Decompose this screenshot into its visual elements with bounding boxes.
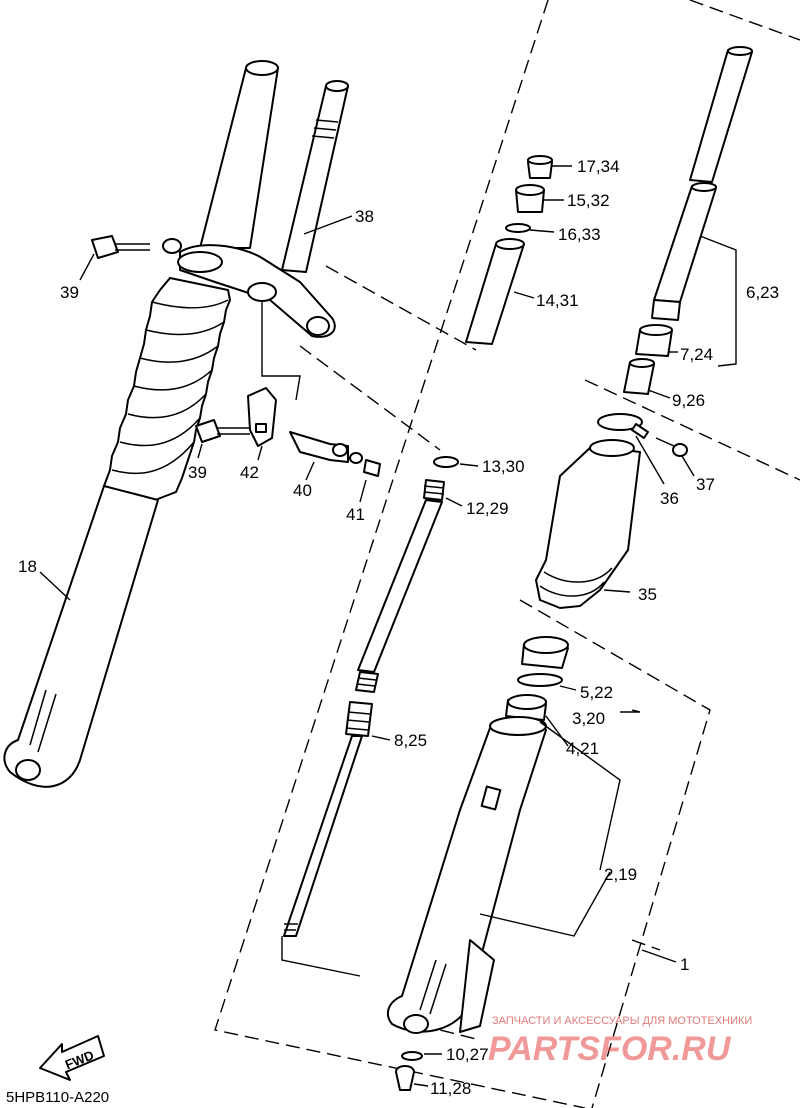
- callout-8-25: 8,25: [394, 731, 427, 750]
- watermark-brand: PARTSFOR.RU: [488, 1030, 732, 1068]
- callout-37: 37: [696, 475, 715, 494]
- callout-35: 35: [638, 585, 657, 604]
- callout-labels: 17,34 15,32 16,33 38 39 14,31 6,23 7,24 …: [18, 157, 779, 1098]
- leader-lines: [39, 165, 737, 1087]
- center-internal-parts: [283, 155, 553, 937]
- callout-17-34: 17,34: [577, 157, 620, 176]
- callout-1: 1: [680, 955, 689, 974]
- callout-10-27: 10,27: [446, 1045, 489, 1064]
- callout-6-23: 6,23: [746, 283, 779, 302]
- callout-3-20: 3,20: [572, 709, 605, 728]
- callout-18: 18: [18, 557, 37, 576]
- callout-14-31: 14,31: [536, 291, 579, 310]
- diagram-code: 5HPB110-A220: [6, 1089, 109, 1106]
- clamp-parts: [91, 235, 381, 477]
- callout-38: 38: [355, 207, 374, 226]
- watermark-tagline: ЗАПЧАСТИ И АКСЕССУАРЫ ДЛЯ МОТОТЕХНИКИ: [492, 1015, 752, 1027]
- callout-7-24: 7,24: [680, 345, 713, 364]
- callout-13-30: 13,30: [482, 457, 525, 476]
- callout-36: 36: [660, 489, 679, 508]
- callout-39-top: 39: [60, 283, 79, 302]
- fwd-arrow-icon: FWD: [39, 1035, 105, 1081]
- callout-12-29: 12,29: [466, 499, 509, 518]
- callout-15-32: 15,32: [567, 191, 610, 210]
- callout-9-26: 9,26: [672, 391, 705, 410]
- callout-4-21: 4,21: [566, 739, 599, 758]
- assembly-boundary-lines: [214, 0, 800, 1108]
- callout-5-22: 5,22: [580, 683, 613, 702]
- callout-39-mid: 39: [188, 463, 207, 482]
- right-outer-tube-parts: [386, 636, 569, 1091]
- callout-2-19: 2,19: [604, 865, 637, 884]
- callout-11-28: 11,28: [430, 1079, 471, 1098]
- callout-42: 42: [240, 463, 259, 482]
- callout-41: 41: [346, 505, 365, 524]
- callout-16-33: 16,33: [558, 225, 601, 244]
- watermark: ЗАПЧАСТИ И АКСЕССУАРЫ ДЛЯ МОТОТЕХНИКИ PA…: [488, 1015, 752, 1068]
- right-inner-tube-parts: [535, 46, 753, 609]
- callout-40: 40: [293, 481, 312, 500]
- left-fork-assembly: [3, 60, 349, 788]
